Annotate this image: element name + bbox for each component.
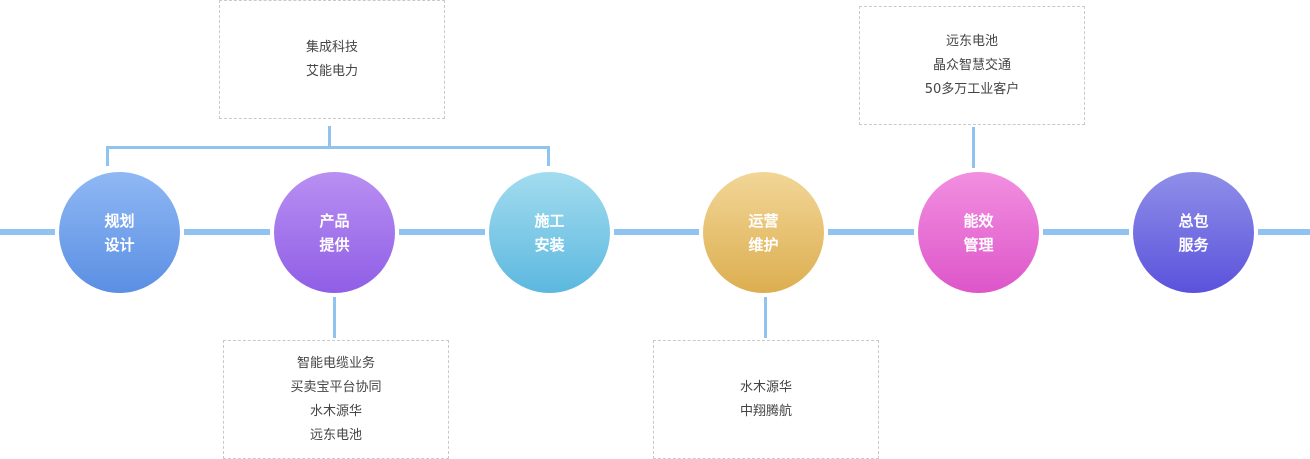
box-item: 50多万工业客户 (924, 81, 1020, 97)
connector-line (399, 229, 485, 235)
node-label: 产品 (319, 211, 350, 230)
bracket-leg-right (547, 146, 550, 166)
bracket-leg-left (106, 146, 109, 166)
box-item: 水木源华 (739, 379, 792, 395)
node-label: 维护 (748, 235, 779, 254)
node-label: 施工 (534, 211, 565, 230)
node-epc-service[interactable]: 总包 服务 (1133, 172, 1254, 293)
box-bottom-left: 智能电缆业务 买卖宝平台协同 水木源华 远东电池 (223, 340, 449, 459)
box-item: 集成科技 (305, 39, 358, 55)
box-item: 中翔腾航 (739, 403, 792, 419)
bracket-stem (328, 126, 331, 148)
node-product-supply[interactable]: 产品 提供 (274, 172, 395, 293)
box-item: 晶众智慧交通 (932, 57, 1011, 73)
connector-top-right (972, 127, 975, 168)
node-planning-design[interactable]: 规划 设计 (59, 172, 180, 293)
node-label: 服务 (1178, 235, 1209, 254)
connector-line (0, 229, 55, 235)
box-item: 远东电池 (309, 427, 362, 443)
node-label: 提供 (319, 235, 350, 254)
node-label: 运营 (748, 211, 779, 230)
node-label: 管理 (963, 235, 994, 254)
box-item: 远东电池 (945, 33, 998, 49)
node-energy-management[interactable]: 能效 管理 (918, 172, 1039, 293)
connector-line (614, 229, 699, 235)
box-item: 水木源华 (309, 403, 362, 419)
connector-bottom-mid (764, 297, 767, 338)
connector-line (1043, 229, 1129, 235)
bracket-bar (106, 146, 550, 149)
connector-line (828, 229, 914, 235)
node-label: 总包 (1178, 211, 1209, 230)
connector-line (184, 229, 270, 235)
node-label: 安装 (534, 235, 565, 254)
box-item: 艾能电力 (305, 63, 358, 79)
box-item: 买卖宝平台协同 (290, 379, 382, 395)
box-item: 智能电缆业务 (296, 355, 375, 371)
node-label: 规划 (104, 211, 135, 230)
node-operation-maintenance[interactable]: 运营 维护 (703, 172, 824, 293)
node-construction-install[interactable]: 施工 安装 (489, 172, 610, 293)
node-label: 能效 (963, 211, 994, 230)
connector-line (1258, 229, 1310, 235)
box-top-right: 远东电池 晶众智慧交通 50多万工业客户 (859, 6, 1085, 125)
box-bottom-mid: 水木源华 中翔腾航 (653, 340, 879, 459)
box-top-left: 集成科技 艾能电力 (219, 0, 445, 119)
connector-bottom-left (333, 297, 336, 338)
node-label: 设计 (104, 235, 135, 254)
